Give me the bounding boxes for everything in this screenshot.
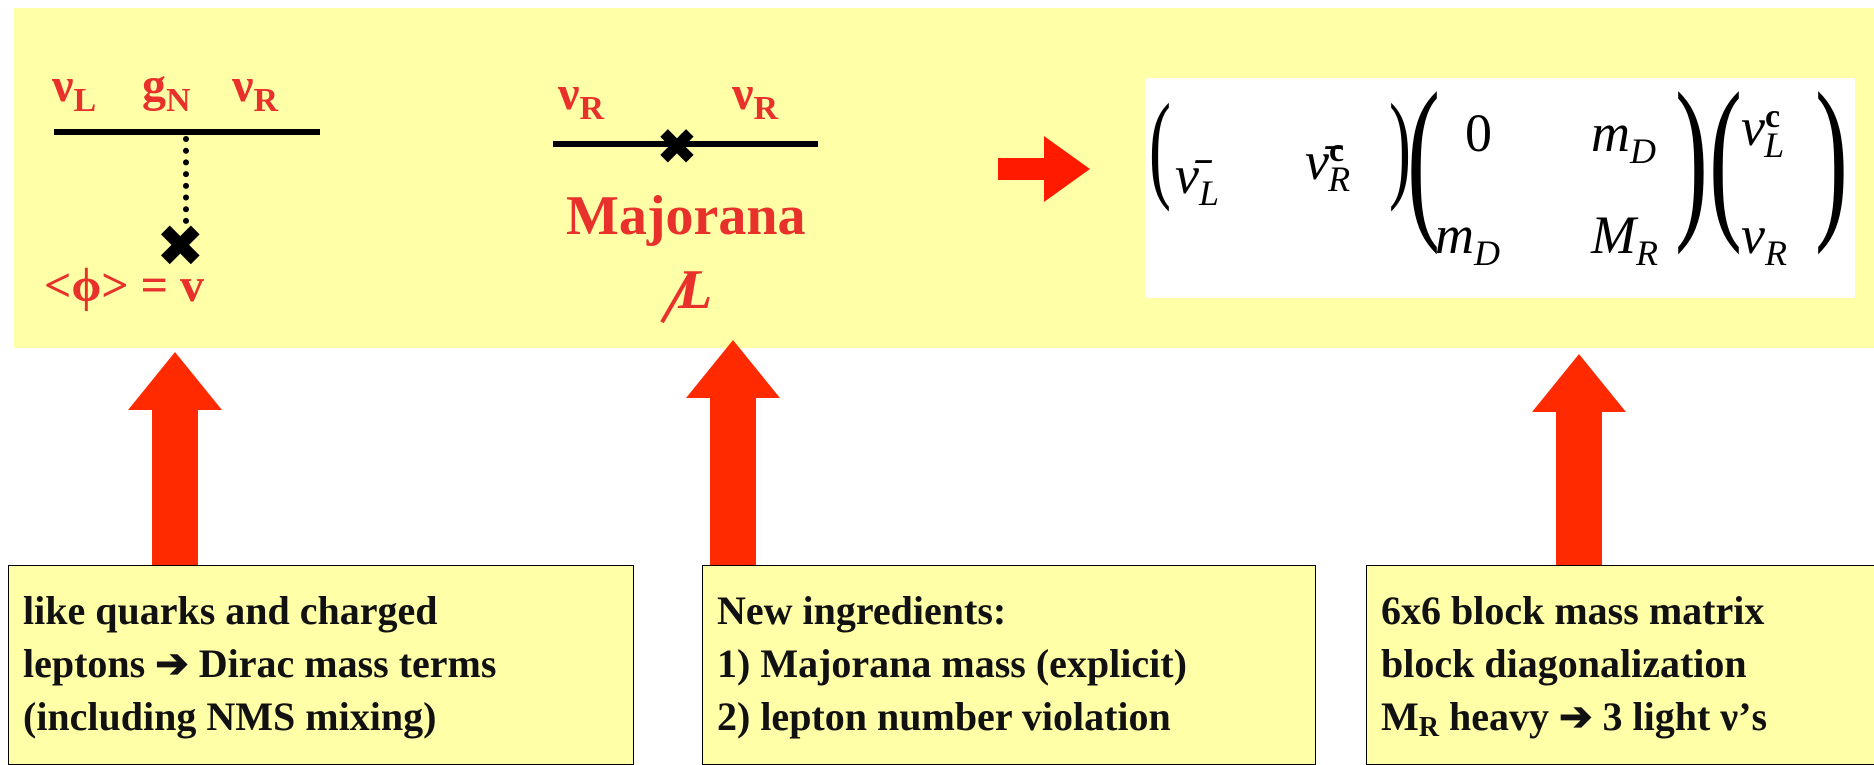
column-vector-entry-1: νcL xyxy=(1741,97,1785,165)
nu-r-right-symbol: νR xyxy=(732,67,779,127)
column-vector-entry-2: νR xyxy=(1741,205,1787,273)
matrix-note-box: 6x6 block mass matrix block diagonalizat… xyxy=(1366,565,1874,765)
row-vector-right-paren: ) xyxy=(1389,79,1411,212)
matrix-left-paren: ( xyxy=(1407,56,1440,255)
up-arrow-icon-middle xyxy=(686,340,780,566)
matrix-entry-12: mD xyxy=(1591,103,1656,171)
dirac-note-line-2: leptons ➔ Dirac mass terms xyxy=(23,641,497,686)
vev-cross-icon: ✖ xyxy=(156,214,205,279)
nu-r-symbol: νR xyxy=(232,59,279,119)
lepton-number-violation-symbol: L xyxy=(660,262,712,324)
dirac-note-line-3: (including NMS mixing) xyxy=(23,694,437,739)
matrix-entry-11: 0 xyxy=(1465,103,1492,163)
up-arrow-icon-right xyxy=(1532,354,1626,566)
coupling-symbol: gN xyxy=(142,59,191,119)
matrix-note-line-3: MR heavy ➔ 3 light ν’s xyxy=(1381,694,1768,743)
matrix-right-paren: ) xyxy=(1675,56,1708,255)
column-vector-left-paren: ( xyxy=(1709,56,1742,255)
right-arrow-icon xyxy=(998,136,1090,202)
up-arrow-icon-left xyxy=(128,352,222,566)
majorana-note-line-3: 2) lepton number violation xyxy=(717,694,1171,739)
majorana-fermion-line xyxy=(553,141,818,147)
vev-label: <ϕ> = v xyxy=(44,259,205,312)
majorana-note-line-2: 1) Majorana mass (explicit) xyxy=(717,641,1187,686)
mass-matrix-box: ( ) ν̄L ν̄cR ( ) 0 mD mD MR ( ) νcL νR xyxy=(1145,66,1855,298)
matrix-entry-21: mD xyxy=(1435,205,1500,273)
majorana-label: Majorana xyxy=(566,185,806,247)
dirac-fermion-line xyxy=(54,129,320,135)
row-vector-entry-1: ν̄L xyxy=(1175,145,1219,213)
row-vector-entry-2: ν̄cR xyxy=(1305,131,1351,199)
matrix-note-line-1: 6x6 block mass matrix xyxy=(1381,588,1765,633)
majorana-note-box: New ingredients: 1) Majorana mass (expli… xyxy=(702,565,1316,765)
majorana-cross-icon: ✖ xyxy=(656,119,698,175)
higgs-dotted-line xyxy=(183,136,189,224)
dirac-note-line-1: like quarks and charged xyxy=(23,588,438,633)
column-vector-right-paren: ) xyxy=(1815,56,1848,255)
matrix-note-line-2: block diagonalization xyxy=(1381,641,1747,686)
dirac-note-box: like quarks and charged leptons ➔ Dirac … xyxy=(8,565,634,765)
dirac-diagram-labels: νL xyxy=(52,62,96,118)
row-vector-left-paren: ( xyxy=(1149,79,1171,212)
nu-r-left-symbol: νR xyxy=(558,67,605,127)
matrix-entry-22: MR xyxy=(1591,205,1658,273)
nu-l-symbol: νL xyxy=(52,59,97,119)
majorana-note-line-1: New ingredients: xyxy=(717,588,1007,633)
